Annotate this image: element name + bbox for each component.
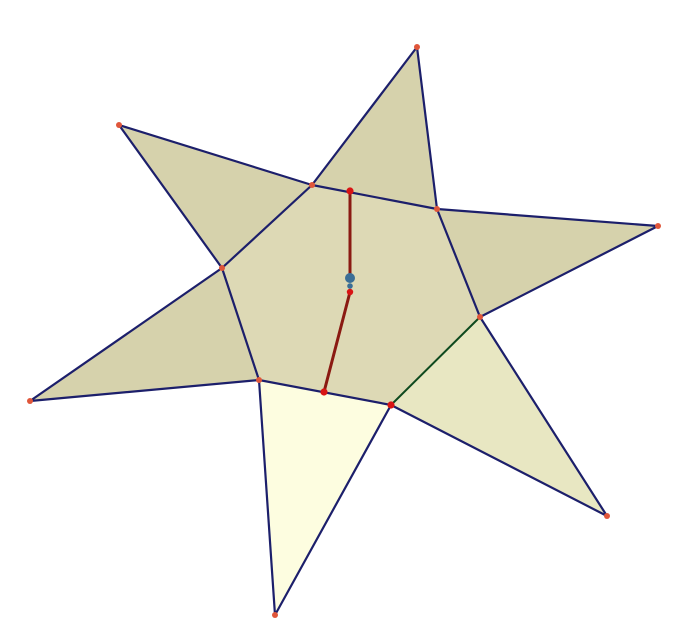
top-right-spike-face [312,47,437,209]
inner-edge-6 [220,183,314,270]
vertex-point [27,398,33,404]
inner-edge-1 [310,183,439,211]
vertex-point [477,314,483,320]
vertex-point [272,612,278,618]
vertex-point-red [346,288,354,296]
vertices [27,44,661,618]
vertex-point [655,223,661,229]
inner-edge-2 [435,207,482,319]
inner-edge-3-highlight [390,316,481,406]
vertex-point [414,44,420,50]
center-point [345,273,355,283]
right-spike-face [437,209,658,317]
red-segments [322,189,352,394]
faces [30,47,658,615]
vertex-point [434,206,440,212]
top-left-spike-face [119,125,312,268]
vertex-point [309,182,315,188]
center-point-small [347,283,353,289]
vertex-point [256,377,262,383]
inner-edge-5 [220,266,261,382]
vertex-point-red [346,187,354,195]
lower-right-spike-face [391,317,607,516]
vertex-point [116,122,122,128]
left-spike-face [30,268,259,401]
red-segment-lower [322,290,352,394]
vertex-point [604,513,610,519]
vertex-point-red [320,388,328,396]
bottom-spike-face [259,380,391,615]
vertex-point [219,265,225,271]
vertex-point-red [387,401,395,409]
